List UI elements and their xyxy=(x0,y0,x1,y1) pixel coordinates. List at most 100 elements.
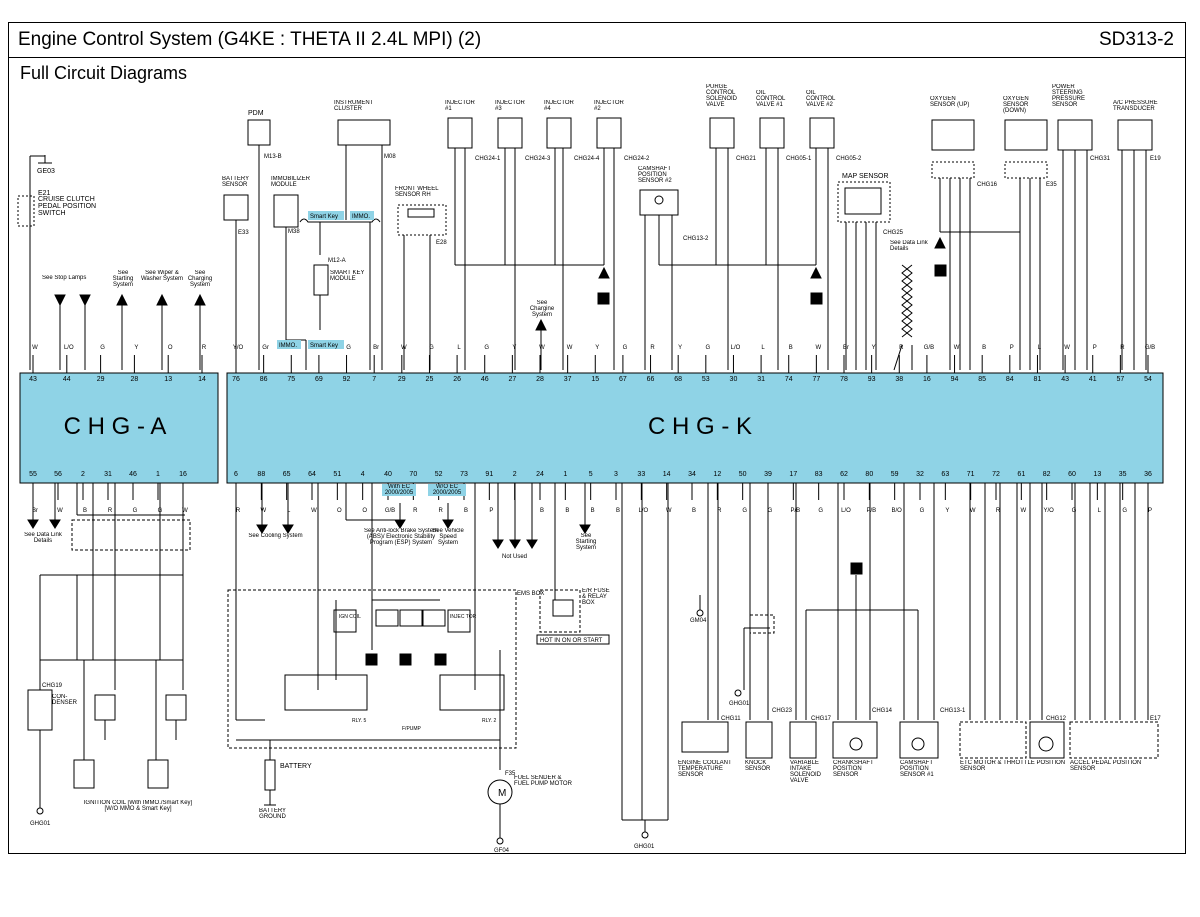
ecu-pin-number: 67 xyxy=(619,376,627,383)
ecu-pin-number: 56 xyxy=(54,471,62,478)
ecu-pin-number: 28 xyxy=(536,376,544,383)
ecu-wire-color: G xyxy=(346,345,351,351)
pressure-sensors xyxy=(1057,119,1153,370)
starting-note: See Starting System xyxy=(112,270,134,288)
ecu-wire-color: P xyxy=(1093,345,1097,351)
ecu-wire-color: O xyxy=(168,345,173,351)
camshaft2-sensor xyxy=(639,148,823,370)
stop-lamps-note: See Stop Lamps xyxy=(42,275,87,281)
ghg01-middle: GHG01 xyxy=(634,844,655,850)
ecu-wire-color: L/O xyxy=(638,508,648,514)
smart-key-tag-bg xyxy=(308,211,344,220)
ecu-wire-color: G/B xyxy=(924,345,934,351)
instrument-conn: M08 xyxy=(384,154,396,160)
ecu-pin-number: 88 xyxy=(257,471,265,478)
ecu-pin-number: 81 xyxy=(1034,376,1042,383)
ecu-pin-number: 61 xyxy=(1017,471,1025,478)
ecu-pin-number: 6 xyxy=(234,471,238,478)
abs-note: See Anti-lock Brake System (ABS)/ Electr… xyxy=(363,528,439,546)
ecu-wire-color: W xyxy=(260,508,266,514)
ecu-pin-number: 46 xyxy=(129,471,137,478)
er-box-label: E/R FUSE & RELAY BOX xyxy=(582,588,610,606)
starting-bottom-note: See Starting System xyxy=(575,533,597,551)
ecu-wire-color: G xyxy=(133,508,138,514)
not-used-group xyxy=(492,483,591,633)
ecu-wire-color: G xyxy=(742,508,747,514)
etc-label: ETC MOTOR & THROTTLE POSITION SENSOR xyxy=(960,760,1066,772)
ecu-wire-color: G xyxy=(1072,508,1077,514)
ecu-wire-color: O xyxy=(362,508,367,514)
smart-key-tag2: Smart Key xyxy=(310,343,338,349)
ecu-wire-color: B xyxy=(565,508,569,514)
ecu-wire-color: L xyxy=(761,345,765,351)
ecu-wire-color: Gr xyxy=(262,345,269,351)
ecu-pin-number: 73 xyxy=(460,471,468,478)
ecu-wire-color: P/B xyxy=(790,508,800,514)
ge03-label: GE03 xyxy=(37,168,55,175)
ecu-pin-number: 51 xyxy=(333,471,341,478)
ecu-wire-color: Br xyxy=(373,345,379,351)
ecu-pin-number: 15 xyxy=(591,376,599,383)
front-wheel-conn: E28 xyxy=(436,240,447,246)
front-wheel-label: FRONT WHEEL SENSOR RH xyxy=(395,186,439,198)
cruise-switch-label: CRUISE CLUTCH PEDAL POSITION SWITCH xyxy=(38,196,97,217)
ecu-wire-color: W xyxy=(816,345,822,351)
ghg01-left: GHG01 xyxy=(30,821,51,827)
ecu-wire-color: Y/O xyxy=(1043,508,1054,514)
ecu-pin-number: 41 xyxy=(1089,376,1097,383)
ecu-pin-number: 93 xyxy=(868,376,876,383)
vis-label: VARIABLE INTAKE SOLENOID VALVE xyxy=(790,760,822,784)
ecu-wire-color: P xyxy=(1148,508,1152,514)
accel-label: ACCEL PEDAL POSITION SENSOR xyxy=(1070,760,1142,772)
etc-conn: CHG12 xyxy=(1046,716,1067,722)
ecu-wire-color: R xyxy=(899,345,904,351)
ecu-wire-color: B xyxy=(616,508,620,514)
ecu-pin-number: 5 xyxy=(589,471,593,478)
with-ec-tag: With EC 2000/2005 xyxy=(382,484,416,496)
ignition-coil-label: IGNITION COIL [With IMMO./Smart Key] [W/… xyxy=(83,800,193,812)
ecu-pin-number: 7 xyxy=(372,376,376,383)
ecu-wire-color: G xyxy=(768,508,773,514)
injector2-label: INJECTOR #2 xyxy=(594,100,624,112)
condenser-label: CON- DENSER xyxy=(52,694,78,706)
ecu-pin-number: 32 xyxy=(916,471,924,478)
fuel-conn: F35 xyxy=(505,771,516,777)
diagram-frame xyxy=(8,22,1186,854)
ecu-pin-number: 26 xyxy=(453,376,461,383)
injector1-label: INJECTOR #1 xyxy=(445,100,475,112)
ecu-pin-number: 4 xyxy=(361,471,365,478)
accel-conn: E17 xyxy=(1150,716,1161,722)
ecu-pin-number: 33 xyxy=(637,471,645,478)
ecu-wire-color: G xyxy=(1122,508,1127,514)
fuel-pump-motor-symbol: M xyxy=(498,788,506,799)
ecu-pin-number: 24 xyxy=(536,471,544,478)
ecu-wire-color: L/O xyxy=(841,508,851,514)
ecu-chg-k xyxy=(226,372,1164,484)
ecu-wire-color: R xyxy=(438,508,443,514)
ecu-pin-number: 43 xyxy=(1061,376,1069,383)
ecu-chg-a xyxy=(19,372,219,484)
ecu-pin-number: 62 xyxy=(840,471,848,478)
ecu-pin-number: 74 xyxy=(785,376,793,383)
ecu-pin-number: 31 xyxy=(757,376,765,383)
ecu-wire-color: Y xyxy=(512,345,516,351)
ocv2-label: OIL CONTROL VALVE #2 xyxy=(806,90,836,108)
ecu-pin-number: 30 xyxy=(730,376,738,383)
page-subtitle: Full Circuit Diagrams xyxy=(20,63,188,83)
ecu-wire-color: R xyxy=(650,345,655,351)
ecu-wire-color: R xyxy=(717,508,722,514)
ecu-pin-number: 59 xyxy=(891,471,899,478)
instrument-cluster-box xyxy=(299,119,391,370)
ecu-wire-color: B/O xyxy=(891,508,902,514)
ocv2-conn: CHG05-2 xyxy=(836,156,862,162)
vehicle-speed-note: See Vehicle Speed System xyxy=(432,528,464,546)
ecu-wire-color: B xyxy=(83,508,87,514)
ecu-pin-number: 50 xyxy=(739,471,747,478)
pdm-label: PDM xyxy=(248,110,264,117)
page-code: SD313-2 xyxy=(1099,29,1174,50)
ecu-pin-number: 72 xyxy=(992,471,1000,478)
ecu-pin-number: 14 xyxy=(198,376,206,383)
ecu-wire-color: R xyxy=(202,345,207,351)
ecu-pin-number: 2 xyxy=(513,471,517,478)
